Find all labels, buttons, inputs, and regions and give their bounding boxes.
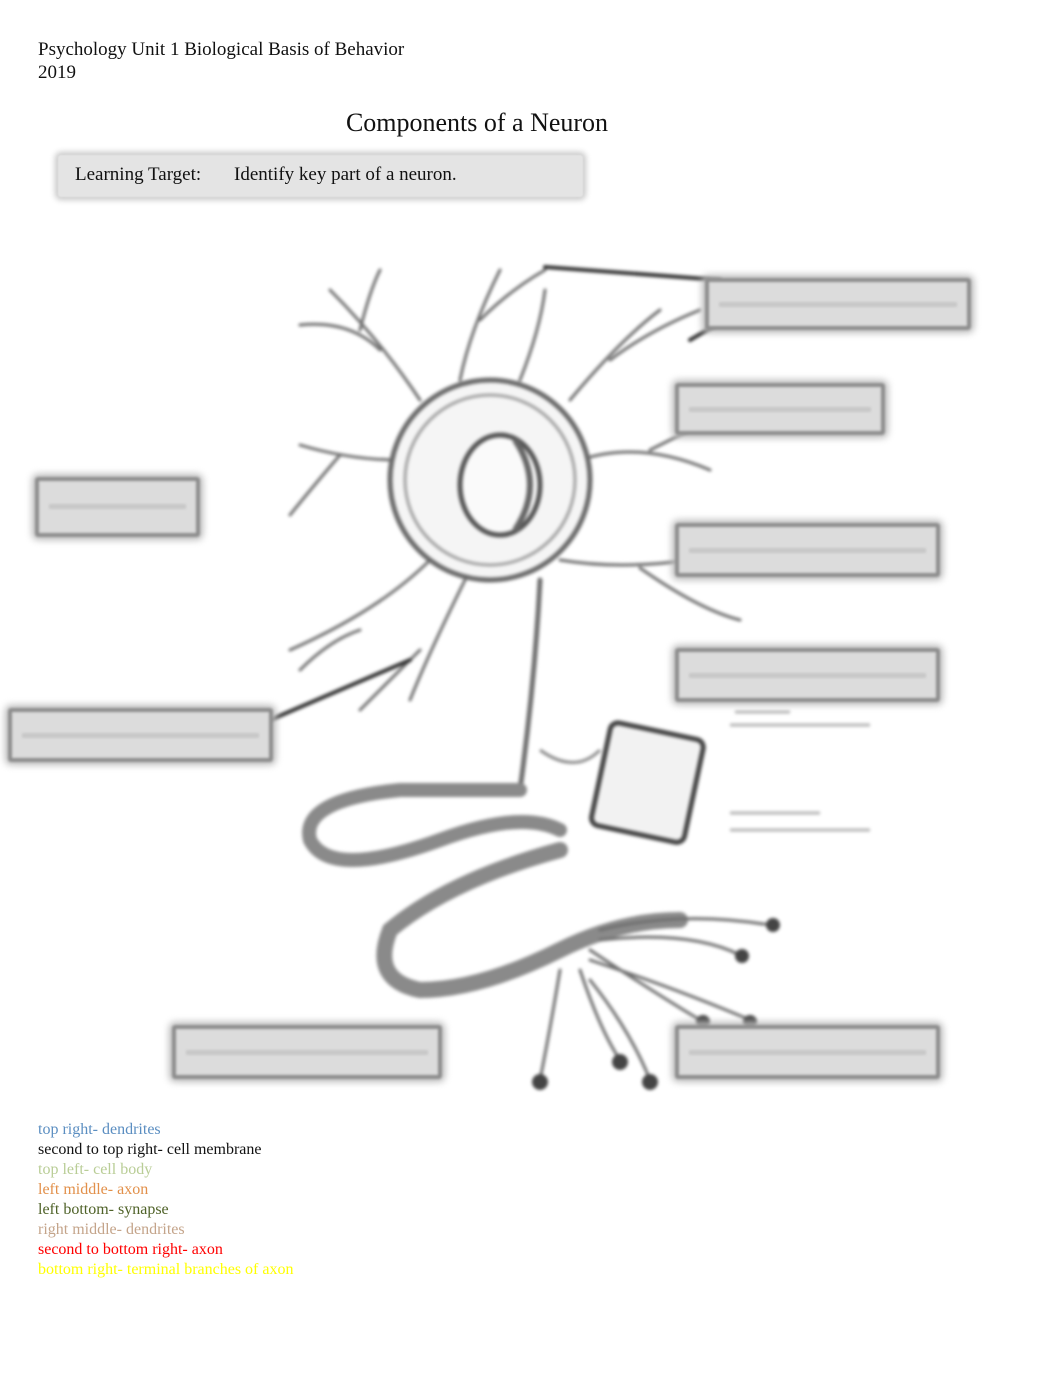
label-box-left-middle <box>8 708 273 762</box>
label-box-bottom-right <box>675 1025 940 1079</box>
legend-item: left bottom- synapse <box>38 1201 169 1218</box>
label-box-top-right <box>705 278 971 330</box>
answer-legend: top right- dendrites second to top right-… <box>38 1120 293 1280</box>
learning-target-text: Identify key part of a neuron. <box>234 164 457 185</box>
learning-target-label: Learning Target: <box>75 164 202 185</box>
document-header-course: Psychology Unit 1 Biological Basis of Be… <box>38 39 405 60</box>
legend-item: bottom right- terminal branches of axon <box>38 1261 294 1278</box>
legend-item: top right- dendrites <box>38 1121 161 1138</box>
label-box-second-bottom-right <box>675 648 940 702</box>
neuron-illustration <box>268 265 870 1090</box>
label-box-right-middle <box>675 523 940 577</box>
legend-item: top left- cell body <box>38 1161 153 1178</box>
legend-item: left middle- axon <box>38 1181 149 1198</box>
document-header-year: 2019 <box>38 62 76 83</box>
legend-item: second to bottom right- axon <box>38 1241 223 1258</box>
legend-item: second to top right- cell membrane <box>38 1141 262 1158</box>
label-box-left-bottom <box>172 1025 442 1079</box>
label-box-top-left <box>35 477 200 537</box>
legend-item: right middle- dendrites <box>38 1221 185 1238</box>
page-title: Components of a Neuron <box>345 108 609 137</box>
learning-target-box <box>58 155 583 197</box>
neuron-diagram <box>0 230 1062 1110</box>
label-box-second-top-right <box>675 383 885 435</box>
